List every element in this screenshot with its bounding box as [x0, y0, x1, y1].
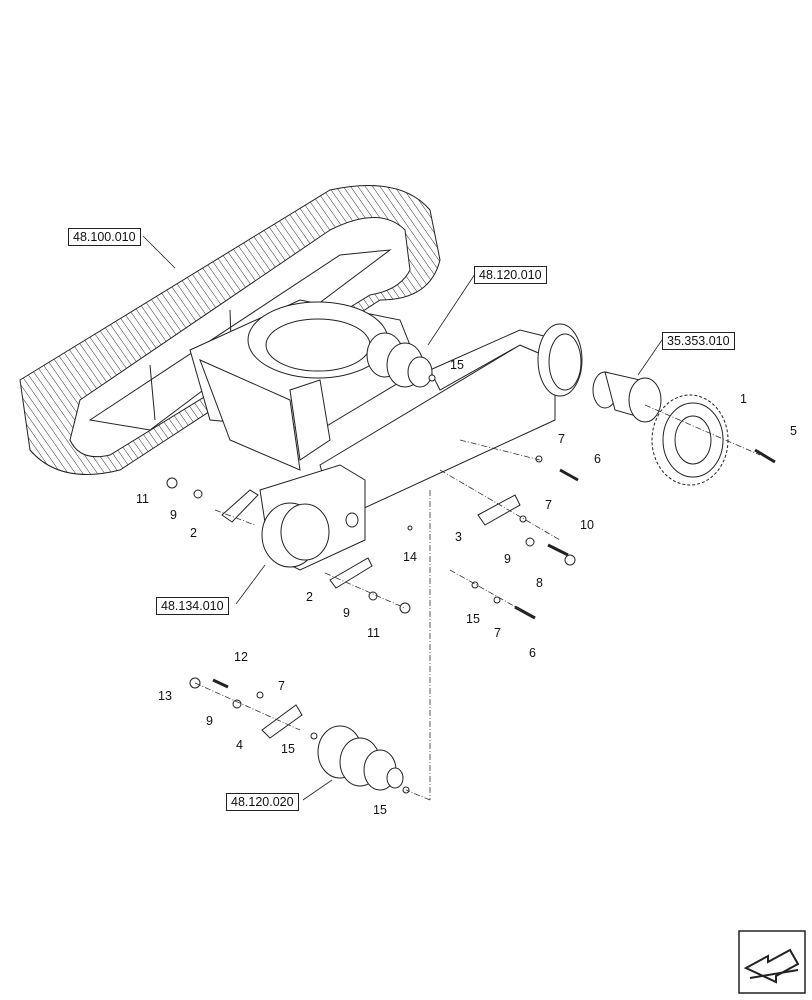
callout-6: 6 — [594, 452, 601, 466]
callout-9: 9 — [504, 552, 511, 566]
callout-2: 2 — [306, 590, 313, 604]
ref-track-roller[interactable]: 48.120.020 — [226, 793, 299, 811]
callout-14: 14 — [403, 550, 417, 564]
callout-7: 7 — [494, 626, 501, 640]
callout-5: 5 — [790, 424, 797, 438]
ref-carrier-roller[interactable]: 48.120.010 — [474, 266, 547, 284]
idler-wheel — [259, 464, 366, 571]
leader-lines — [142, 235, 663, 801]
callout-11: 11 — [136, 492, 149, 506]
callout-3: 3 — [455, 530, 462, 544]
callout-13: 13 — [158, 689, 172, 703]
callout-7: 7 — [545, 498, 552, 512]
ref-idler[interactable]: 48.134.010 — [156, 597, 229, 615]
callout-7: 7 — [278, 679, 285, 693]
ref-travel-motor[interactable]: 35.353.010 — [662, 332, 735, 350]
callout-15: 15 — [281, 742, 295, 756]
callout-12: 12 — [234, 650, 248, 664]
travel-motor — [592, 371, 662, 423]
callout-7: 7 — [558, 432, 565, 446]
track-roller — [317, 725, 404, 791]
callout-2: 2 — [190, 526, 197, 540]
callout-15: 15 — [466, 612, 480, 626]
callout-4: 4 — [236, 738, 243, 752]
callout-9: 9 — [170, 508, 177, 522]
callout-1: 1 — [740, 392, 747, 406]
assembly-lines — [194, 404, 761, 801]
sprocket — [651, 394, 729, 486]
callout-10: 10 — [580, 518, 594, 532]
callout-15: 15 — [450, 358, 464, 372]
center-frame — [189, 299, 421, 471]
callout-11: 11 — [367, 626, 380, 640]
callout-9: 9 — [343, 606, 350, 620]
navigation-arrow-icon[interactable] — [738, 930, 806, 994]
callout-9: 9 — [206, 714, 213, 728]
callout-15: 15 — [373, 803, 387, 817]
carrier-roller — [366, 332, 436, 388]
side-frame-beam — [319, 323, 583, 511]
callout-8: 8 — [536, 576, 543, 590]
callout-6: 6 — [529, 646, 536, 660]
ref-undercarriage-frame[interactable]: 48.100.010 — [68, 228, 141, 246]
hardware — [166, 448, 776, 794]
